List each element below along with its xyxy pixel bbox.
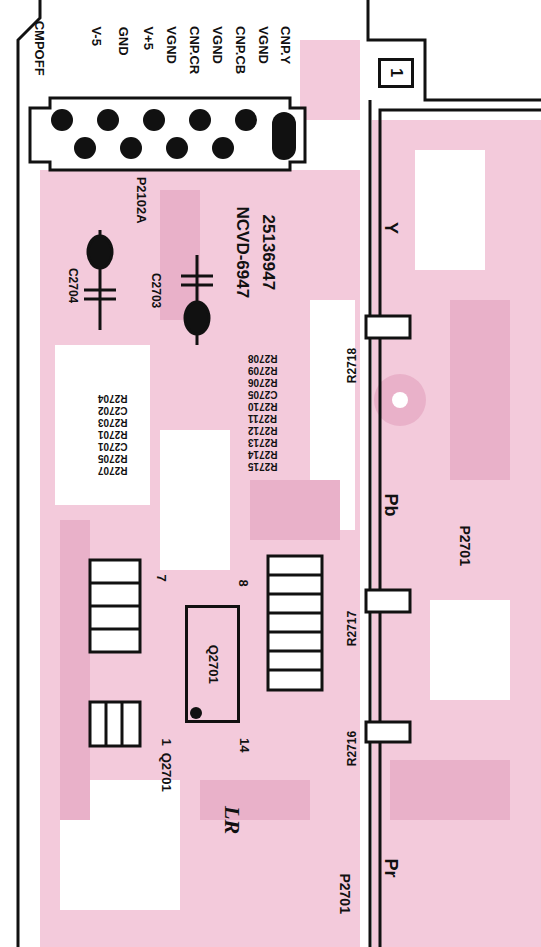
- silkscreen-label: NCVD-6947: [232, 206, 251, 298]
- silkscreen-label: P2701: [457, 525, 472, 565]
- silkscreen-label: C2703: [149, 272, 162, 307]
- resistor-pad: [366, 316, 410, 742]
- pin-one-dot: [190, 707, 202, 719]
- silkscreen-label: R2717: [346, 610, 359, 645]
- silkscreen-label: CNP.CR: [187, 26, 201, 74]
- silkscreen-label: 8: [235, 580, 249, 587]
- silkscreen-label: R2701: [98, 429, 127, 440]
- silkscreen-label: R2705: [98, 453, 127, 464]
- silkscreen-label: C2704: [66, 267, 79, 302]
- silkscreen-label: R2711: [248, 413, 277, 424]
- capacitor-symbol: [84, 230, 116, 330]
- silkscreen-label: 7: [153, 575, 167, 582]
- ic-outline: Q2701: [185, 605, 240, 723]
- connector-edge: [380, 110, 541, 947]
- silkscreen-label: CMPOFF: [31, 20, 45, 75]
- pin-one-box: 1: [378, 58, 414, 88]
- connector-outline: [30, 98, 305, 170]
- silkscreen-label: VGND: [164, 26, 178, 64]
- silkscreen-label: VGND: [256, 26, 270, 64]
- silkscreen-label: 25136947: [258, 214, 277, 290]
- board-outline: [368, 0, 541, 100]
- silkscreen-label: R2714: [248, 449, 277, 460]
- silkscreen-label: Y: [380, 222, 400, 234]
- silkscreen-label: P2701: [337, 873, 352, 913]
- silkscreen-label: 1: [158, 739, 172, 746]
- part-label: 1: [387, 68, 405, 77]
- connector-edge: [369, 100, 372, 947]
- silkscreen-label: R2712: [248, 425, 277, 436]
- silkscreen-label: R2706: [248, 377, 277, 388]
- copper-trace: [55, 150, 510, 910]
- silkscreen-label: R2707: [98, 465, 127, 476]
- ic-pads: [90, 556, 322, 746]
- silkscreen-label: 14: [237, 738, 251, 752]
- silkscreen-label: R2718: [346, 347, 359, 382]
- silkscreen-label: R2710: [248, 401, 277, 412]
- silkscreen-label: Pb: [380, 493, 400, 516]
- capacitor-symbol: [181, 255, 213, 345]
- silkscreen-label: C2702: [98, 405, 127, 416]
- copper-trace: [40, 40, 541, 947]
- silkscreen-label: V-5: [89, 26, 103, 46]
- silkscreen-label: R2715: [248, 461, 277, 472]
- connector-pins: [51, 109, 296, 160]
- maker-logo: LR: [220, 806, 244, 834]
- silkscreen-label: R2709: [248, 365, 277, 376]
- silkscreen-label: R2708: [248, 353, 277, 364]
- silkscreen-label: R2703: [98, 417, 127, 428]
- silkscreen-label: VGND: [210, 26, 224, 64]
- silkscreen-label: R2716: [346, 730, 359, 765]
- copper-trace: [60, 190, 510, 820]
- silkscreen-label: R2704: [98, 393, 127, 404]
- silkscreen-label: CNP.CB: [233, 26, 247, 74]
- silkscreen-label: C2701: [98, 441, 127, 452]
- silkscreen-label: R2713: [248, 437, 277, 448]
- part-label: Q2701: [205, 645, 219, 684]
- silkscreen-label: Pr: [380, 858, 400, 877]
- silkscreen-label: V+5: [141, 26, 155, 50]
- silkscreen-label: C2705: [248, 389, 277, 400]
- silkscreen-label: P2102A: [133, 177, 147, 224]
- silkscreen-label: CNP.Y: [278, 26, 292, 64]
- silkscreen-label: Q2701: [158, 753, 172, 792]
- silkscreen-label: GND: [115, 26, 129, 55]
